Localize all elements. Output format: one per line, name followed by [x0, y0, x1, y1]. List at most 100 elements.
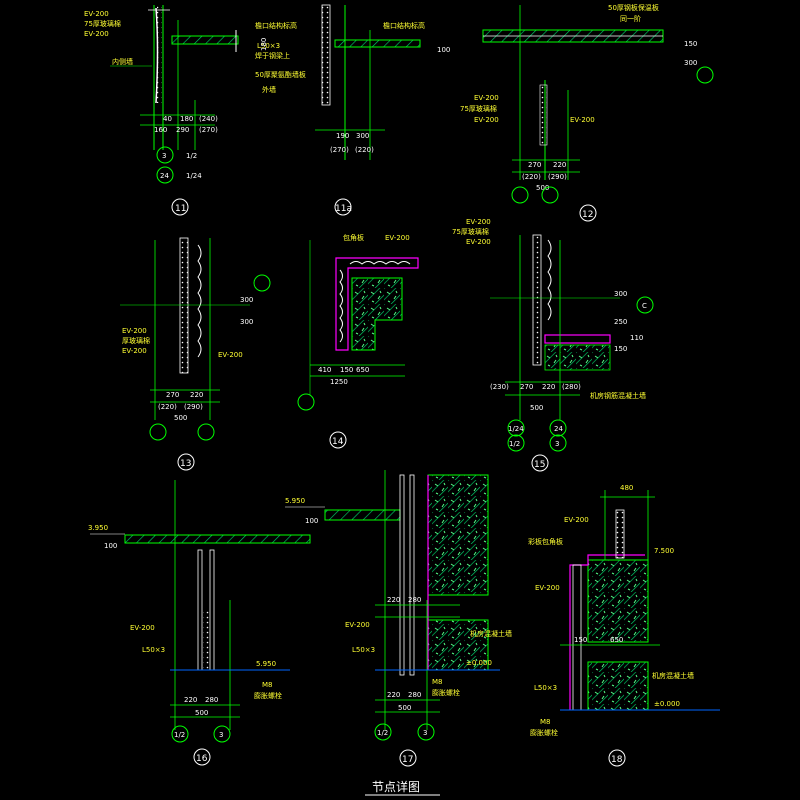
- note: 彩板包角板: [528, 537, 563, 546]
- note: 机房混凝土墙: [652, 671, 694, 680]
- note: 50厚聚氨酯墙板: [255, 70, 306, 79]
- detail-15: EV-200 75厚玻璃棉 EV-200 机房钢筋混凝土墙 300 250 11…: [452, 218, 654, 472]
- svg-text:220: 220: [184, 696, 197, 704]
- svg-text:3: 3: [423, 729, 427, 737]
- svg-text:220: 220: [190, 391, 203, 399]
- svg-text:(220): (220): [158, 403, 177, 411]
- note: L50×3: [352, 646, 375, 654]
- detail-14: 包角板 EV-200 410 150 650 1250 14: [297, 233, 419, 449]
- note: 机房钢筋混凝土墙: [590, 391, 646, 400]
- svg-text:110: 110: [630, 334, 643, 342]
- svg-text:220: 220: [387, 596, 400, 604]
- note: 外墙: [262, 85, 276, 94]
- svg-text:1/2: 1/2: [509, 440, 520, 448]
- svg-text:150: 150: [574, 636, 587, 644]
- svg-text:1/24: 1/24: [508, 425, 524, 433]
- note: 厚玻璃棉: [122, 336, 150, 345]
- note: M8: [432, 678, 443, 686]
- note: 焊于钢梁上: [255, 51, 290, 60]
- svg-text:3: 3: [555, 440, 559, 448]
- insulation-fill: [157, 5, 162, 103]
- svg-text:190: 190: [336, 132, 349, 140]
- svg-text:160: 160: [154, 126, 167, 134]
- svg-text:500: 500: [536, 184, 549, 192]
- detail-label: 11a: [335, 204, 352, 214]
- svg-text:40: 40: [163, 115, 172, 123]
- note: EV-200: [84, 30, 109, 38]
- svg-text:24: 24: [554, 425, 563, 433]
- note: EV-200: [564, 516, 589, 524]
- svg-text:220: 220: [387, 691, 400, 699]
- level-mark: 5.950: [285, 497, 305, 505]
- note: 50厚钢板保温板: [608, 3, 659, 12]
- note: EV-200: [345, 621, 370, 629]
- svg-text:3: 3: [162, 152, 166, 160]
- svg-text:(240): (240): [199, 115, 218, 123]
- note: 机房混凝土墙: [470, 629, 512, 638]
- concrete-wall-upper: [427, 474, 489, 596]
- svg-text:300: 300: [240, 296, 253, 304]
- detail-12: 50厚钢板保温板 同一阶 EV-200 75厚玻璃棉 EV-200 EV-200…: [460, 3, 714, 222]
- note: 包角板: [343, 233, 364, 242]
- detail-label: 18: [611, 755, 623, 765]
- svg-text:(270): (270): [199, 126, 218, 134]
- svg-text:150: 150: [684, 40, 697, 48]
- svg-text:(230): (230): [490, 383, 509, 391]
- svg-text:220: 220: [542, 383, 555, 391]
- svg-text:(280): (280): [562, 383, 581, 391]
- note: EV-200: [130, 624, 155, 632]
- detail-label: 16: [196, 754, 208, 764]
- note: 檐口结构标高: [255, 21, 297, 30]
- level-mark: ±0.000: [466, 659, 492, 667]
- svg-text:150: 150: [614, 345, 627, 353]
- detail-label: 12: [582, 210, 593, 220]
- svg-text:410: 410: [318, 366, 331, 374]
- note: L50×3: [257, 42, 280, 50]
- svg-text:1250: 1250: [330, 378, 348, 386]
- note: EV-200: [385, 234, 410, 242]
- roof-slab: [124, 534, 311, 544]
- svg-text:650: 650: [610, 636, 623, 644]
- note: EV-200: [466, 218, 491, 226]
- svg-text:300: 300: [614, 290, 627, 298]
- detail-label: 11: [175, 204, 186, 214]
- note: 膨胀螺栓: [530, 728, 558, 737]
- note: EV-200: [84, 10, 109, 18]
- note: 75厚玻璃棉: [84, 19, 121, 28]
- detail-18: 480 EV-200 彩板包角板 7.500 EV-200 150 650 机房…: [528, 484, 720, 767]
- svg-text:290: 290: [176, 126, 189, 134]
- svg-text:500: 500: [398, 704, 411, 712]
- svg-text:(290): (290): [548, 173, 567, 181]
- svg-text:500: 500: [530, 404, 543, 412]
- svg-text:300: 300: [240, 318, 253, 326]
- note: M8: [540, 718, 551, 726]
- roof-slab: [171, 35, 239, 45]
- note: 内侧墙: [112, 57, 133, 66]
- note: EV-200: [570, 116, 595, 124]
- level-mark: 3.950: [88, 524, 108, 532]
- svg-text:280: 280: [408, 596, 421, 604]
- note: EV-200: [218, 351, 243, 359]
- svg-text:180: 180: [260, 38, 268, 51]
- note: L50×3: [534, 684, 557, 692]
- note: 膨胀螺栓: [254, 691, 282, 700]
- note: 檐口结构标高: [383, 21, 425, 30]
- svg-text:280: 280: [408, 691, 421, 699]
- dimension: 480: [620, 484, 633, 492]
- svg-text:270: 270: [528, 161, 541, 169]
- svg-text:3: 3: [219, 731, 223, 739]
- note: EV-200: [466, 238, 491, 246]
- detail-label: 13: [180, 459, 191, 469]
- svg-text:500: 500: [174, 414, 187, 422]
- note: 75厚玻璃棉: [452, 227, 489, 236]
- note: EV-200: [122, 327, 147, 335]
- svg-text:(220): (220): [522, 173, 541, 181]
- concrete-wall-lower: [587, 661, 649, 711]
- svg-text:300: 300: [356, 132, 369, 140]
- note: 同一阶: [620, 14, 641, 23]
- svg-text:220: 220: [553, 161, 566, 169]
- level-mark: 7.500: [654, 547, 674, 555]
- detail-label: 17: [402, 755, 413, 765]
- page-title: 节点详图: [372, 779, 420, 794]
